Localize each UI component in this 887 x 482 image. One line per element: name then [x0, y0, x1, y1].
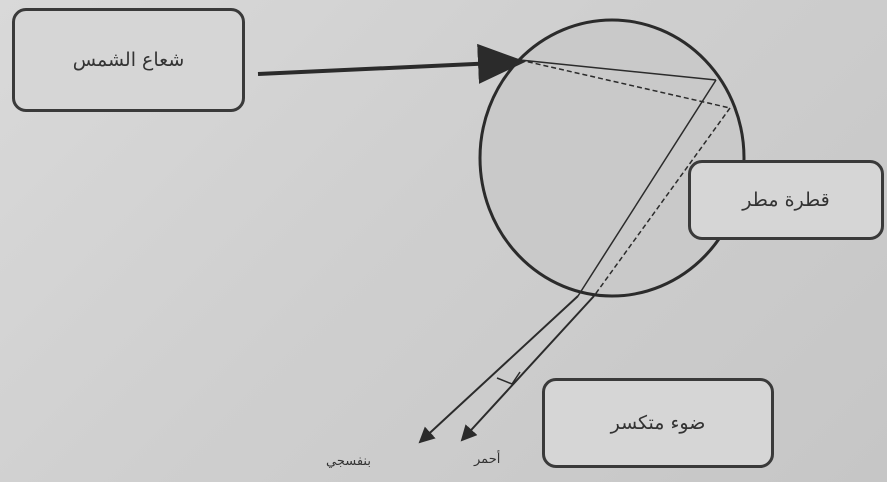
- violet-label: بنفسجي: [326, 454, 371, 469]
- dispersed-light-label-box: ضوء متكسر: [542, 378, 774, 468]
- sun-ray-label: شعاع الشمس: [73, 49, 184, 71]
- raindrop-circle: [480, 20, 744, 296]
- incoming-sun-ray: [258, 62, 518, 74]
- sun-ray-label-box: شعاع الشمس: [12, 8, 245, 112]
- raindrop-label: قطرة مطر: [742, 189, 829, 211]
- dispersed-light-label: ضوء متكسر: [611, 412, 706, 434]
- red-label: أحمر: [474, 452, 500, 467]
- raindrop-label-box: قطرة مطر: [688, 160, 884, 240]
- angle-marker: [497, 372, 520, 384]
